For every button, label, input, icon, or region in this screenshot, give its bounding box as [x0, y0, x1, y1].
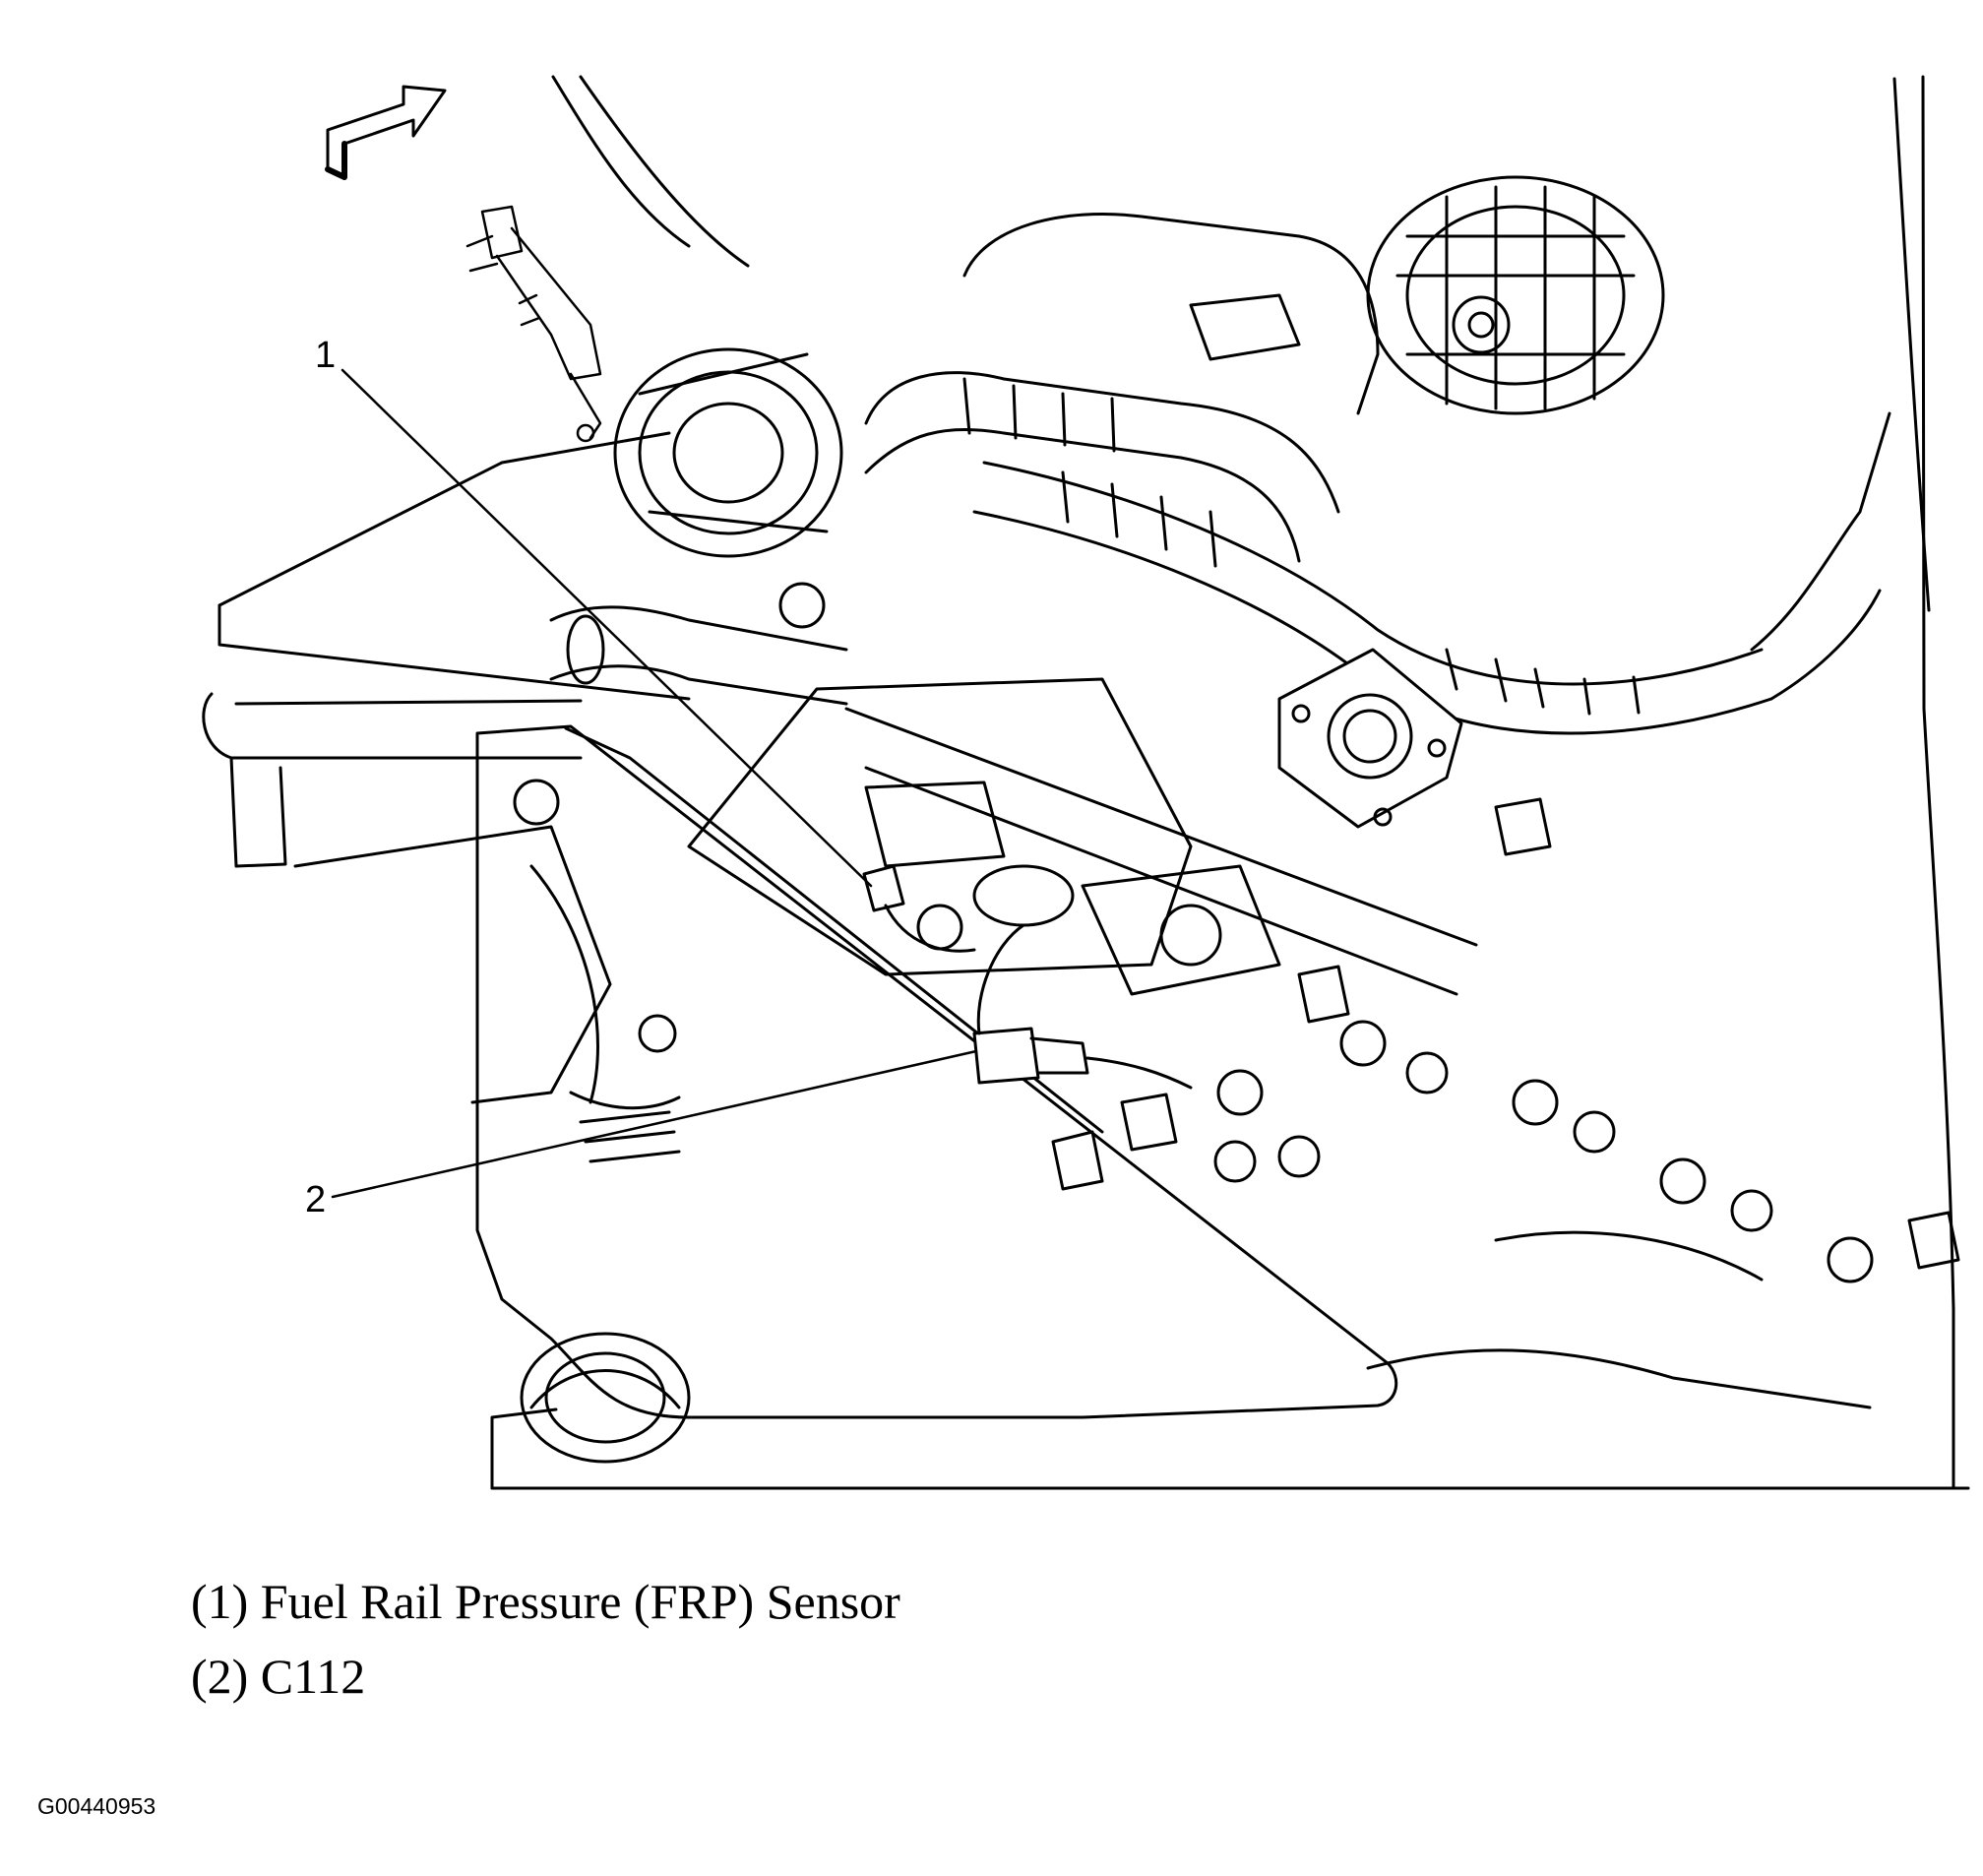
fuel-pump-cover [1277, 648, 1463, 829]
callout-2-number: 2 [305, 1179, 327, 1220]
wiring-harness [972, 411, 1891, 735]
frp-sensor [862, 864, 976, 953]
injector-connectors [1051, 797, 1960, 1270]
callout-1-number: 1 [315, 335, 337, 376]
legend-item-1: (1) Fuel Rail Pressure (FRP) Sensor [191, 1574, 900, 1629]
fuel-rail [844, 707, 1874, 1283]
callout-1-leader [341, 368, 873, 888]
lower-engine-block [293, 825, 1872, 1464]
engine-outline [217, 75, 1970, 1490]
alternator [1366, 175, 1665, 415]
intake-manifold [687, 213, 1380, 976]
figure-id: G00440953 [37, 1793, 156, 1819]
mounting-bracket [475, 724, 1398, 1419]
coolant-pipe [202, 605, 848, 868]
oxygen-sensor-assembly [465, 205, 602, 443]
callout-leaders [331, 368, 978, 1199]
forward-arrow-icon [325, 85, 447, 180]
callout-2-leader [331, 1049, 978, 1199]
c112-connector [972, 923, 1193, 1090]
intake-hose [864, 371, 1340, 563]
throttle-body [613, 347, 843, 629]
legend-item-2: (2) C112 [191, 1649, 366, 1704]
